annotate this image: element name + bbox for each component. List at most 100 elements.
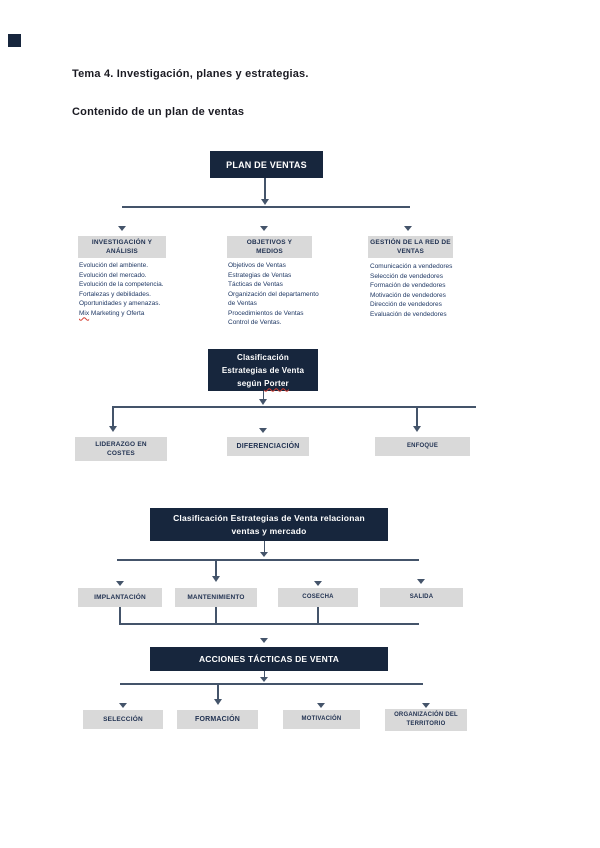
motivacion-box: MOTIVACIÓN	[283, 710, 360, 729]
box-label: Estrategias de Venta	[221, 365, 305, 375]
box-label: MOTIVACIÓN	[301, 715, 342, 722]
arrow-down-icon	[119, 703, 127, 708]
arrow-down-icon	[417, 579, 425, 584]
connector-hline	[120, 683, 423, 685]
connector-vline	[217, 685, 219, 699]
arrow-down-icon	[260, 638, 268, 643]
corner-mark	[8, 34, 21, 47]
list-item: Tácticas de Ventas	[228, 281, 283, 288]
box-label: COSECHA	[302, 593, 334, 600]
diferenciacion-box: DIFERENCIACIÓN	[227, 437, 309, 456]
mantenimiento-box: MANTENIMIENTO	[175, 588, 257, 607]
seleccion-box: SELECCIÓN	[83, 710, 163, 729]
arrow-down-icon	[116, 581, 124, 586]
box-label: DIFERENCIACIÓN	[236, 443, 300, 450]
box-label: según Porter	[208, 377, 318, 390]
page-subtitle: Contenido de un plan de ventas	[72, 106, 245, 118]
box-label: SALIDA	[409, 593, 434, 600]
connector-hline	[113, 406, 476, 408]
box-label: Clasificación Estrategias de Venta relac…	[173, 512, 365, 523]
connector-vline	[264, 178, 266, 199]
investigacion-analisis-list: Evolución del ambiente. Evolución del me…	[79, 261, 175, 318]
connector-hline	[119, 623, 419, 625]
cosecha-box: COSECHA	[278, 588, 358, 607]
list-item: Formación de vendedores	[370, 282, 446, 289]
box-label: ACCIONES TÁCTICAS DE VENTA	[198, 653, 340, 664]
list-item: Objetivos de Ventas	[228, 262, 286, 269]
liderazgo-costes-box: LIDERAZGO EN COSTES	[75, 437, 167, 461]
acciones-tacticas-box: ACCIONES TÁCTICAS DE VENTA	[150, 647, 388, 671]
arrow-down-icon	[259, 428, 267, 433]
box-label: ORGANIZACIÓN DEL	[394, 711, 458, 718]
connector-hline	[117, 559, 419, 561]
implantacion-box: IMPLANTACIÓN	[78, 588, 162, 607]
connector-vline	[215, 607, 217, 624]
list-item: Selección de vendedores	[370, 272, 443, 280]
enfoque-box: ENFOQUE	[375, 437, 470, 456]
arrow-down-icon	[404, 226, 412, 231]
list-item: Evolución del mercado.	[79, 271, 147, 279]
misspelled-word: Mix	[79, 309, 90, 317]
gestion-red-ventas-box: GESTIÓN DE LA RED DE VENTAS	[368, 236, 453, 258]
list-item-line: Organización del departamento	[228, 290, 319, 298]
box-label: SELECCIÓN	[103, 716, 143, 723]
box-label: MEDIOS	[256, 248, 283, 255]
connector-hline	[122, 206, 410, 208]
misspelled-word: Porter	[264, 378, 289, 388]
box-label: TERRITORIO	[406, 721, 446, 727]
page-title: Tema 4. Investigación, planes y estrateg…	[72, 68, 309, 80]
list-item: Dirección de vendedores	[370, 301, 442, 308]
list-item: Oportunidades y amenazas.	[79, 300, 161, 307]
arrow-down-icon	[260, 226, 268, 231]
box-label-text: según	[237, 378, 265, 388]
list-item-text: Marketing y Oferta	[89, 309, 145, 317]
list-item-line: de Ventas	[228, 300, 257, 307]
arrow-down-icon	[314, 581, 322, 586]
arrow-down-icon	[259, 399, 267, 405]
box-label: LIDERAZGO EN	[95, 441, 147, 448]
arrow-down-icon	[260, 552, 268, 557]
box-label: ANÁLISIS	[106, 248, 138, 255]
plan-de-ventas-label: PLAN DE VENTAS	[226, 159, 307, 170]
connector-vline	[215, 561, 217, 576]
box-label: INVESTIGACIÓN Y	[91, 239, 153, 246]
arrow-down-icon	[109, 426, 117, 432]
list-item: Mix Marketing y Oferta	[79, 309, 175, 319]
connector-vline	[262, 391, 264, 399]
plan-de-ventas-box: PLAN DE VENTAS	[210, 151, 323, 178]
organizacion-territorio-box: ORGANIZACIÓN DEL TERRITORIO	[385, 709, 467, 731]
list-item: Control de Ventas.	[228, 319, 282, 326]
objetivos-medios-box: OBJETIVOS Y MEDIOS	[227, 236, 312, 258]
connector-vline	[263, 541, 265, 552]
investigacion-analisis-box: INVESTIGACIÓN Y ANÁLISIS	[78, 236, 166, 258]
connector-vline	[112, 406, 114, 426]
arrow-down-icon	[260, 677, 268, 682]
box-label: GESTIÓN DE LA RED DE	[370, 239, 451, 246]
box-label: MANTENIMIENTO	[187, 594, 245, 601]
arrow-down-icon	[261, 199, 269, 205]
arrow-down-icon	[214, 699, 222, 705]
list-item: Procedimientos de Ventas	[228, 309, 304, 317]
list-item: Estrategias de Ventas	[228, 271, 292, 279]
gestion-red-ventas-list: Comunicación a vendedores Selección de v…	[370, 262, 466, 319]
list-item: Evolución de la competencia.	[79, 281, 164, 288]
list-item: Organización del departamento de Ventas	[228, 290, 326, 309]
connector-vline	[263, 671, 265, 677]
box-label: COSTES	[107, 450, 135, 457]
list-item: Comunicación a vendedores	[370, 263, 453, 270]
box-label: OBJETIVOS Y	[246, 239, 293, 246]
box-label: ventas y mercado	[231, 525, 307, 536]
connector-vline	[416, 406, 418, 426]
box-label: IMPLANTACIÓN	[94, 594, 146, 601]
box-label: VENTAS	[396, 248, 425, 255]
connector-vline	[119, 607, 121, 624]
box-label: ENFOQUE	[406, 442, 439, 449]
ventas-mercado-root-box: Clasificación Estrategias de Venta relac…	[150, 508, 388, 541]
box-label: Clasificación	[237, 352, 289, 362]
arrow-down-icon	[413, 426, 421, 432]
list-item: Motivación de vendedores	[370, 291, 446, 299]
arrow-down-icon	[422, 703, 430, 708]
formacion-box: FORMACIÓN	[177, 710, 258, 729]
connector-vline	[317, 607, 319, 624]
box-label: FORMACIÓN	[195, 716, 240, 723]
